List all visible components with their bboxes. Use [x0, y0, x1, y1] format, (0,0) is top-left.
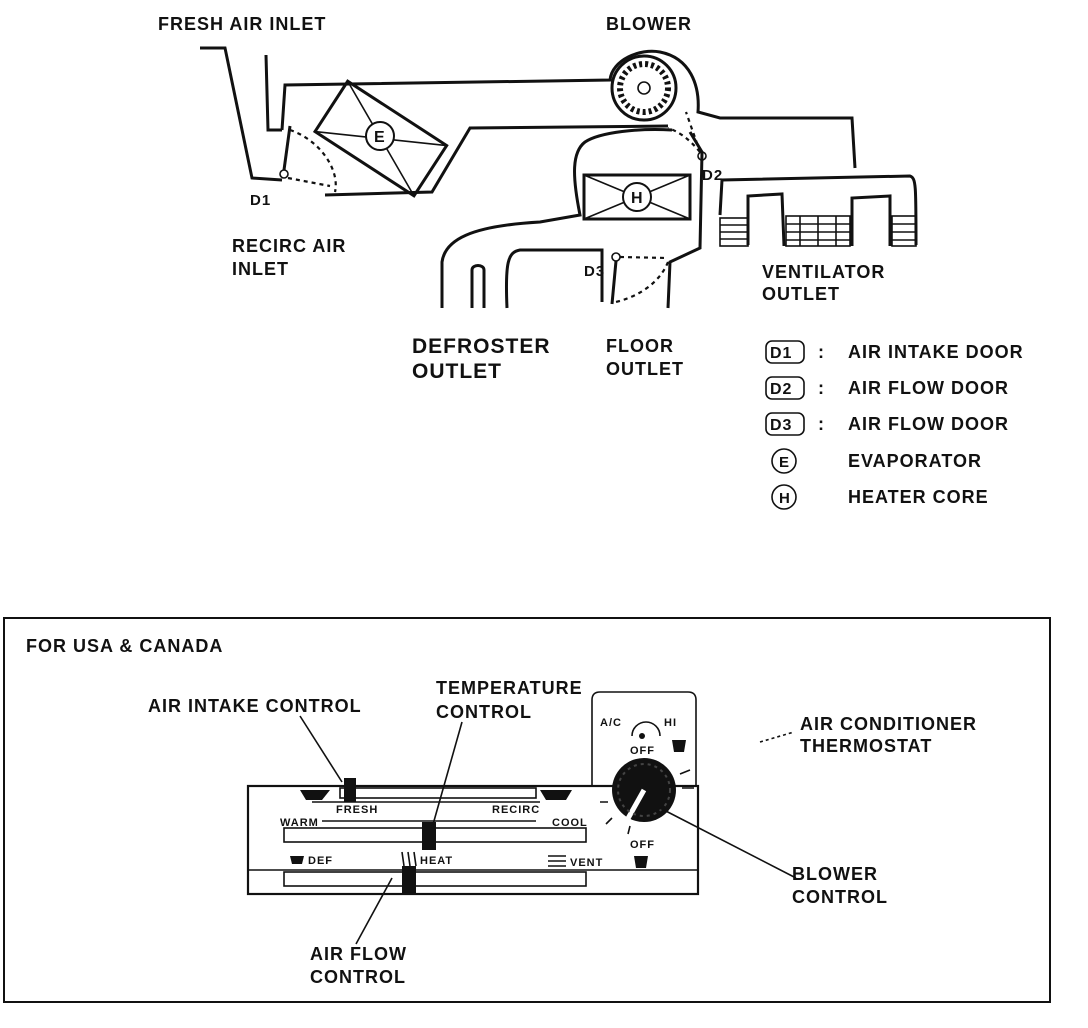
- thermostat-housing: [591, 691, 697, 893]
- recirc-icon: [540, 790, 572, 800]
- region-label: FOR USA & CANADA: [26, 636, 223, 656]
- legend-key-d1: D1: [770, 345, 792, 362]
- legend-text-e: EVAPORATOR: [848, 451, 982, 471]
- heater-core: [582, 173, 692, 221]
- e-marker: E: [374, 129, 386, 146]
- temperature-control-label-1: TEMPERATURE: [436, 678, 583, 698]
- control-panel-frame: [3, 617, 1051, 1003]
- legend-key-h: H: [779, 490, 791, 507]
- blower-control-label-2: CONTROL: [792, 887, 888, 907]
- air-flow-control-label-2: CONTROL: [310, 967, 406, 987]
- d3-marker: D3: [584, 263, 605, 280]
- fan-icon-top: [672, 740, 686, 752]
- ac-thermostat-label-1: AIR CONDITIONER: [800, 714, 977, 734]
- legend: D1 D2 D3 E H : : : AIR INTAKE DOOR AIR F…: [765, 340, 1024, 510]
- blower-control-label-1: BLOWER: [792, 864, 878, 884]
- air-intake-control-label: AIR INTAKE CONTROL: [148, 696, 362, 716]
- recirc-label: RECIRC: [492, 804, 540, 816]
- door-d3: [610, 252, 670, 305]
- legend-text-d1: AIR INTAKE DOOR: [848, 342, 1024, 362]
- air-flow-slider[interactable]: [283, 851, 587, 894]
- temperature-knob[interactable]: [422, 822, 436, 850]
- blower-wheel: [610, 54, 678, 122]
- ac-thermostat-label-2: THERMOSTAT: [800, 736, 932, 756]
- door-d1: [279, 125, 337, 193]
- legend-text-d2: AIR FLOW DOOR: [848, 378, 1009, 398]
- door-d2: [667, 111, 707, 161]
- off-bottom-label: OFF: [630, 839, 655, 851]
- h-marker: H: [631, 190, 644, 207]
- blower-control-knob[interactable]: [600, 758, 694, 835]
- legend-sep-d3: :: [818, 414, 825, 434]
- floor-outlet-label-2: OUTLET: [606, 359, 684, 379]
- vent-grille-left: [719, 217, 749, 247]
- off-top-label: OFF: [630, 745, 655, 757]
- defroster-outlet-label-1: DEFROSTER: [412, 335, 551, 358]
- legend-key-d2: D2: [770, 381, 792, 398]
- d1-marker: D1: [250, 192, 271, 209]
- legend-text-d3: AIR FLOW DOOR: [848, 414, 1009, 434]
- vent-label: VENT: [570, 857, 603, 869]
- heat-icon: [401, 851, 417, 867]
- fresh-air-inlet-label: FRESH AIR INLET: [158, 14, 326, 34]
- recirc-inlet-label-1: RECIRC AIR: [232, 236, 346, 256]
- blower-label: BLOWER: [606, 14, 692, 34]
- vent-icon: [548, 855, 566, 867]
- floor-outlet-label-1: FLOOR: [606, 336, 674, 356]
- recirc-inlet-label-2: INLET: [232, 259, 289, 279]
- ac-thermostat-knob[interactable]: [631, 721, 661, 739]
- legend-sep-d1: :: [818, 342, 825, 362]
- hi-label: HI: [664, 717, 677, 729]
- def-label: DEF: [308, 855, 333, 867]
- def-icon: [290, 856, 304, 864]
- defroster-outlet-label-2: OUTLET: [412, 360, 502, 383]
- cool-label: COOL: [552, 817, 588, 829]
- d2-marker: D2: [702, 167, 723, 184]
- legend-text-h: HEATER CORE: [848, 487, 989, 507]
- air-intake-knob[interactable]: [344, 778, 356, 802]
- temperature-slider[interactable]: [283, 820, 587, 850]
- ventilator-outlet-label-1: VENTILATOR: [762, 262, 885, 282]
- air-flow-control-label-1: AIR FLOW: [310, 944, 407, 964]
- vent-grille-center: [785, 215, 851, 247]
- air-flow-knob[interactable]: [402, 866, 416, 894]
- fan-icon-bottom: [634, 856, 648, 868]
- legend-key-e: E: [779, 454, 790, 471]
- ventilator-outlet-label-2: OUTLET: [762, 284, 840, 304]
- legend-sep-d2: :: [818, 378, 825, 398]
- airflow-schematic: [200, 46, 918, 309]
- vent-grille-right: [891, 215, 917, 247]
- ac-label: A/C: [600, 717, 622, 729]
- warm-label: WARM: [280, 817, 319, 829]
- fresh-label: FRESH: [336, 804, 378, 816]
- fresh-icon: [300, 790, 330, 800]
- heat-label: HEAT: [420, 855, 453, 867]
- leader-lines: [299, 715, 797, 945]
- air-intake-slider[interactable]: [300, 778, 572, 803]
- legend-key-d3: D3: [770, 417, 792, 434]
- temperature-control-label-2: CONTROL: [436, 702, 532, 722]
